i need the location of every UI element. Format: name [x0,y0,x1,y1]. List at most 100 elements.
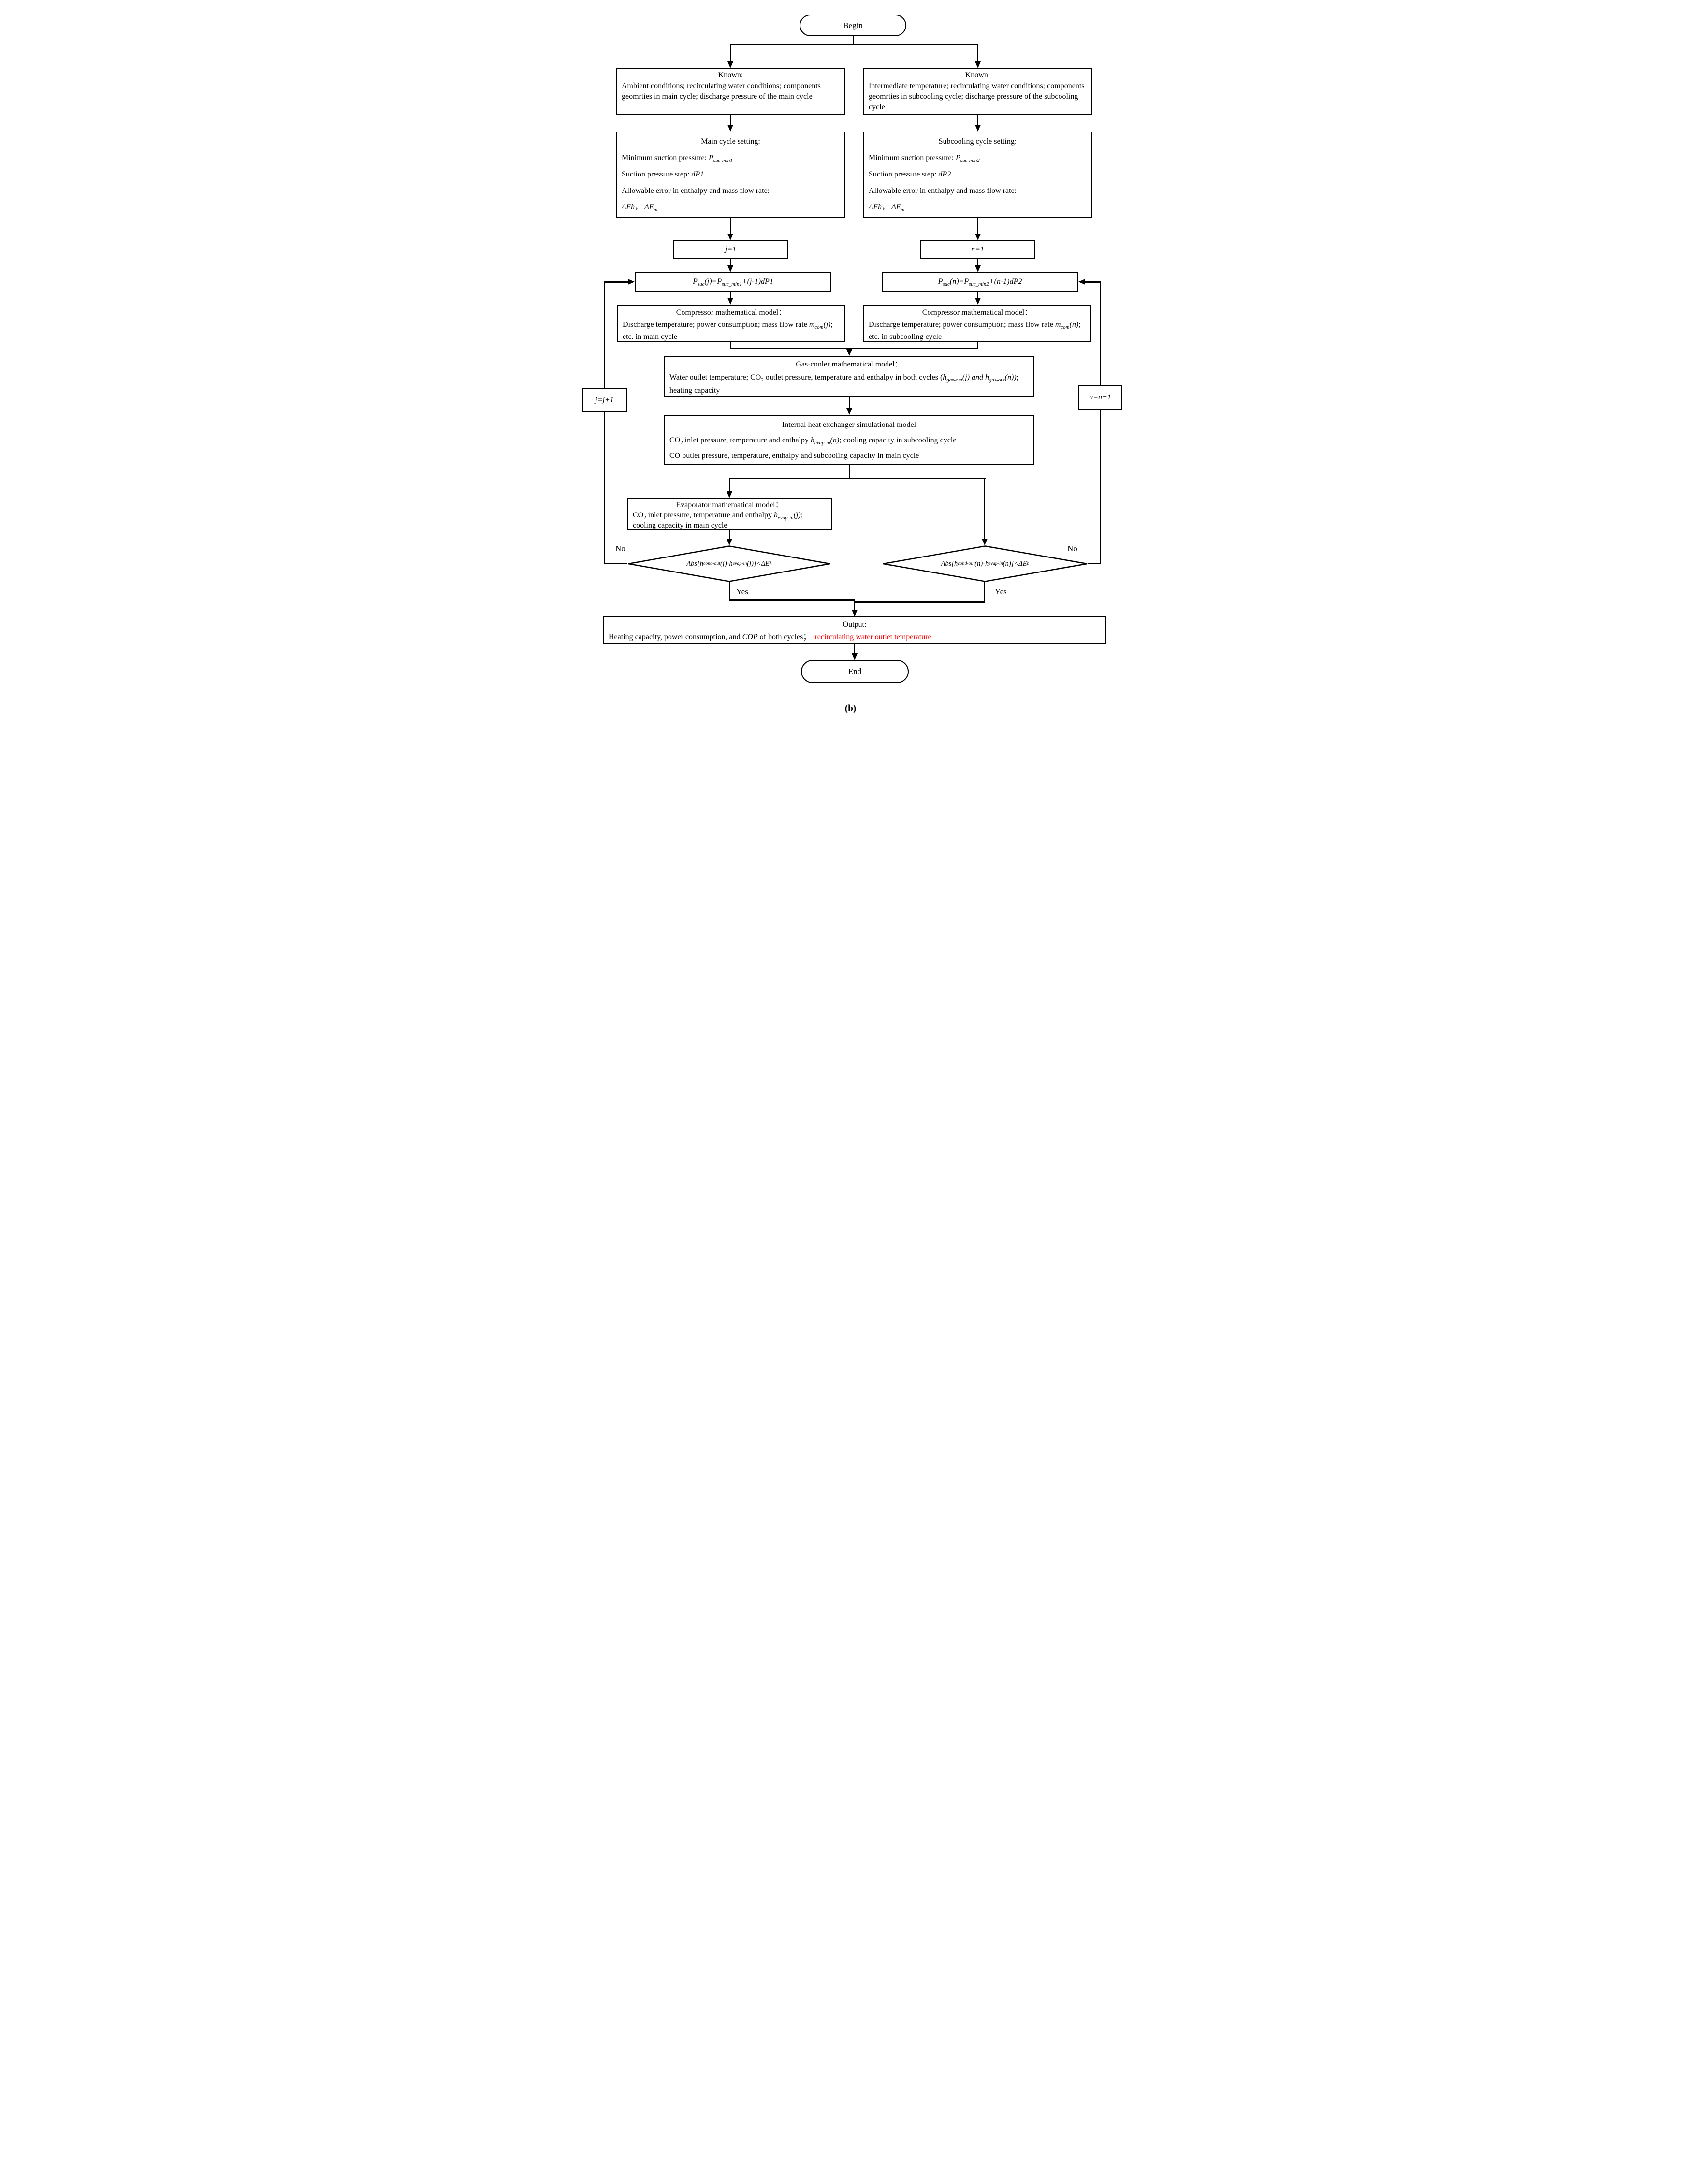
compressor-right-title: Compressor mathematical model： [922,308,1032,317]
arrowhead-psuc-n-return [1078,279,1085,285]
arrowhead-init-left [727,234,733,240]
compressor-left-box: Compressor mathematical model： Discharge… [617,305,845,342]
connector-ihx-split [729,478,986,479]
arrowhead-decision-right [982,539,988,545]
main-cycle-setting-title: Main cycle setting: [701,137,760,146]
connector-begin-stub [853,36,854,44]
ihx-title: Internal heat exchanger simulational mod… [782,421,916,429]
setting-left-line-2: Suction pressure step: dP1 [622,170,704,178]
connector-no-right-vertical [1100,282,1101,564]
arrowhead-psuc-j-return [628,279,635,285]
arrowhead-psuc-right [975,265,981,272]
increment-j-box: j=j+1 [582,388,627,412]
setting-right-line-2: Suction pressure step: dP2 [869,170,951,178]
gascooler-title: Gas-cooler mathematical model： [796,360,902,368]
arrowhead-comp-left [727,298,733,305]
arrowhead-psuc-left [727,265,733,272]
connector-init-psuc-right [977,259,978,265]
end-terminal: End [801,660,909,683]
evaporator-box: Evaporator mathematical model： CO2 inlet… [627,498,832,530]
output-body: Heating capacity, power consumption, and… [609,633,931,641]
compressor-right-body: Discharge temperature; power consumption… [869,321,1081,341]
known-left-title: Known: [718,71,743,79]
arrowhead-decision-left [727,539,732,545]
connector-yes-right-horizontal [854,601,985,603]
gascooler-body: Water outlet temperature; CO2 outlet pre… [669,373,1019,395]
init-j-label: j=1 [725,245,737,253]
compressor-right-box: Compressor mathematical model： Discharge… [863,305,1091,342]
main-cycle-setting-box: Main cycle setting: Minimum suction pres… [616,132,845,218]
arrowhead-output [852,610,858,616]
output-title: Output: [843,620,867,629]
connector-yes-merge-vertical [854,599,855,610]
psuc-j-formula: Psuc(j)=Psuc_min1+(j-1)dP1 [693,278,773,288]
no-label-right: No [1067,544,1077,553]
evaporator-body: CO2 inlet pressure, temperature and enth… [633,511,803,529]
flowchart-canvas: Begin Known: Ambient conditions; recircu… [567,0,1134,728]
connector-comp-merge-right [977,342,978,349]
arrowhead-end [852,653,858,660]
increment-n-box: n=n+1 [1078,385,1122,410]
arrowhead-comp-right [975,298,981,305]
increment-n-label: n=n+1 [1089,393,1111,401]
no-label-left: No [615,544,625,553]
known-right-title: Known: [965,71,990,79]
arrowhead-evaporator [727,491,732,498]
arrowhead-known-left [727,61,733,68]
connector-gascooler-ihx [849,397,850,408]
connector-no-left-return [604,281,628,283]
connector-evaporator-decision [729,530,730,539]
ihx-box: Internal heat exchanger simulational mod… [664,415,1034,465]
yes-label-right: Yes [995,587,1007,596]
figure-caption: (b) [844,704,857,714]
connector-psuc-comp-right [977,292,978,298]
connector-known-setting-right [977,115,978,125]
setting-right-line-3: Allowable error in enthalpy and mass flo… [869,187,1017,195]
connector-no-right-return [1085,281,1101,283]
decision-right-shape [883,545,1088,582]
arrowhead-ihx [846,408,852,415]
compressor-left-title: Compressor mathematical model： [676,308,786,317]
connector-no-left-horizontal [604,563,627,564]
increment-j-label: j=j+1 [595,396,614,404]
ihx-body-line-2: CO outlet pressure, temperature, enthalp… [669,452,919,460]
known-left-box: Known: Ambient conditions; recirculating… [616,68,845,115]
end-label: End [848,667,862,676]
psuc-n-box: Psuc(n)=Psuc_min2+(n-1)dP2 [882,272,1078,292]
connector-setting-init-left [730,218,731,234]
connector-top-split [730,44,978,45]
connector-split-evaporator [729,478,730,491]
connector-yes-right-stub [984,582,985,603]
setting-right-line-4: ΔEh， ΔEm [869,203,905,213]
setting-right-line-1: Minimum suction pressure: Psuc-min2 [869,154,980,164]
known-right-box: Known: Intermediate temperature; recircu… [863,68,1092,115]
output-box: Output: Heating capacity, power consumpt… [603,616,1106,644]
begin-label: Begin [843,20,863,30]
arrowhead-setting-left [727,125,733,132]
connector-split-decision-right [984,478,985,539]
connector-comp-merge-left [730,342,731,349]
psuc-j-box: Psuc(j)=Psuc_min1+(j-1)dP1 [635,272,831,292]
init-n-box: n=1 [920,240,1035,259]
connector-setting-init-right [977,218,978,234]
connector-yes-left-horizontal [729,599,855,601]
subcooling-cycle-setting-title: Subcooling cycle setting: [938,137,1017,146]
setting-left-line-4: ΔEh， ΔEm [622,203,658,213]
arrowhead-gascooler [846,349,852,356]
evaporator-title: Evaporator mathematical model： [676,501,783,509]
known-left-body: Ambient conditions; recirculating water … [622,82,821,101]
connector-merge-horizontal [730,348,978,349]
arrowhead-init-right [975,234,981,240]
subcooling-cycle-setting-box: Subcooling cycle setting: Minimum suctio… [863,132,1092,218]
setting-left-line-1: Minimum suction pressure: Psuc-min1 [622,154,733,164]
compressor-left-body: Discharge temperature; power consumption… [623,321,833,341]
known-right-body: Intermediate temperature; recirculating … [869,82,1085,111]
connector-ihx-stub [849,465,850,479]
connector-no-left-vertical [604,282,605,564]
connector-init-psuc-left [730,259,731,265]
ihx-body-line-1: CO2 inlet pressure, temperature and enth… [669,436,957,446]
init-j-box: j=1 [673,240,788,259]
connector-split-left [730,44,731,61]
